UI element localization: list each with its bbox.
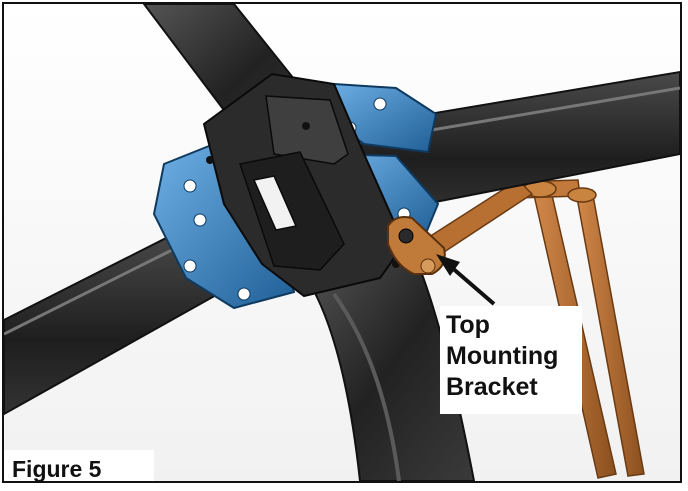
callout-line-1: Top — [446, 311, 490, 339]
figure-caption: Figure 5 — [4, 450, 154, 481]
figure-frame: Top Mounting Bracket Figure 5 — [2, 2, 682, 483]
callout-arrow — [436, 254, 496, 306]
central-hub-connector — [202, 72, 406, 298]
top-mounting-bracket-label: Top Mounting Bracket — [440, 306, 582, 414]
callout-line-2: Mounting — [446, 342, 559, 370]
assembly-illustration — [4, 4, 680, 481]
bronze-strut-assembly — [416, 179, 645, 479]
top-mounting-bracket — [387, 216, 446, 275]
callout-line-3: Bracket — [446, 373, 538, 401]
